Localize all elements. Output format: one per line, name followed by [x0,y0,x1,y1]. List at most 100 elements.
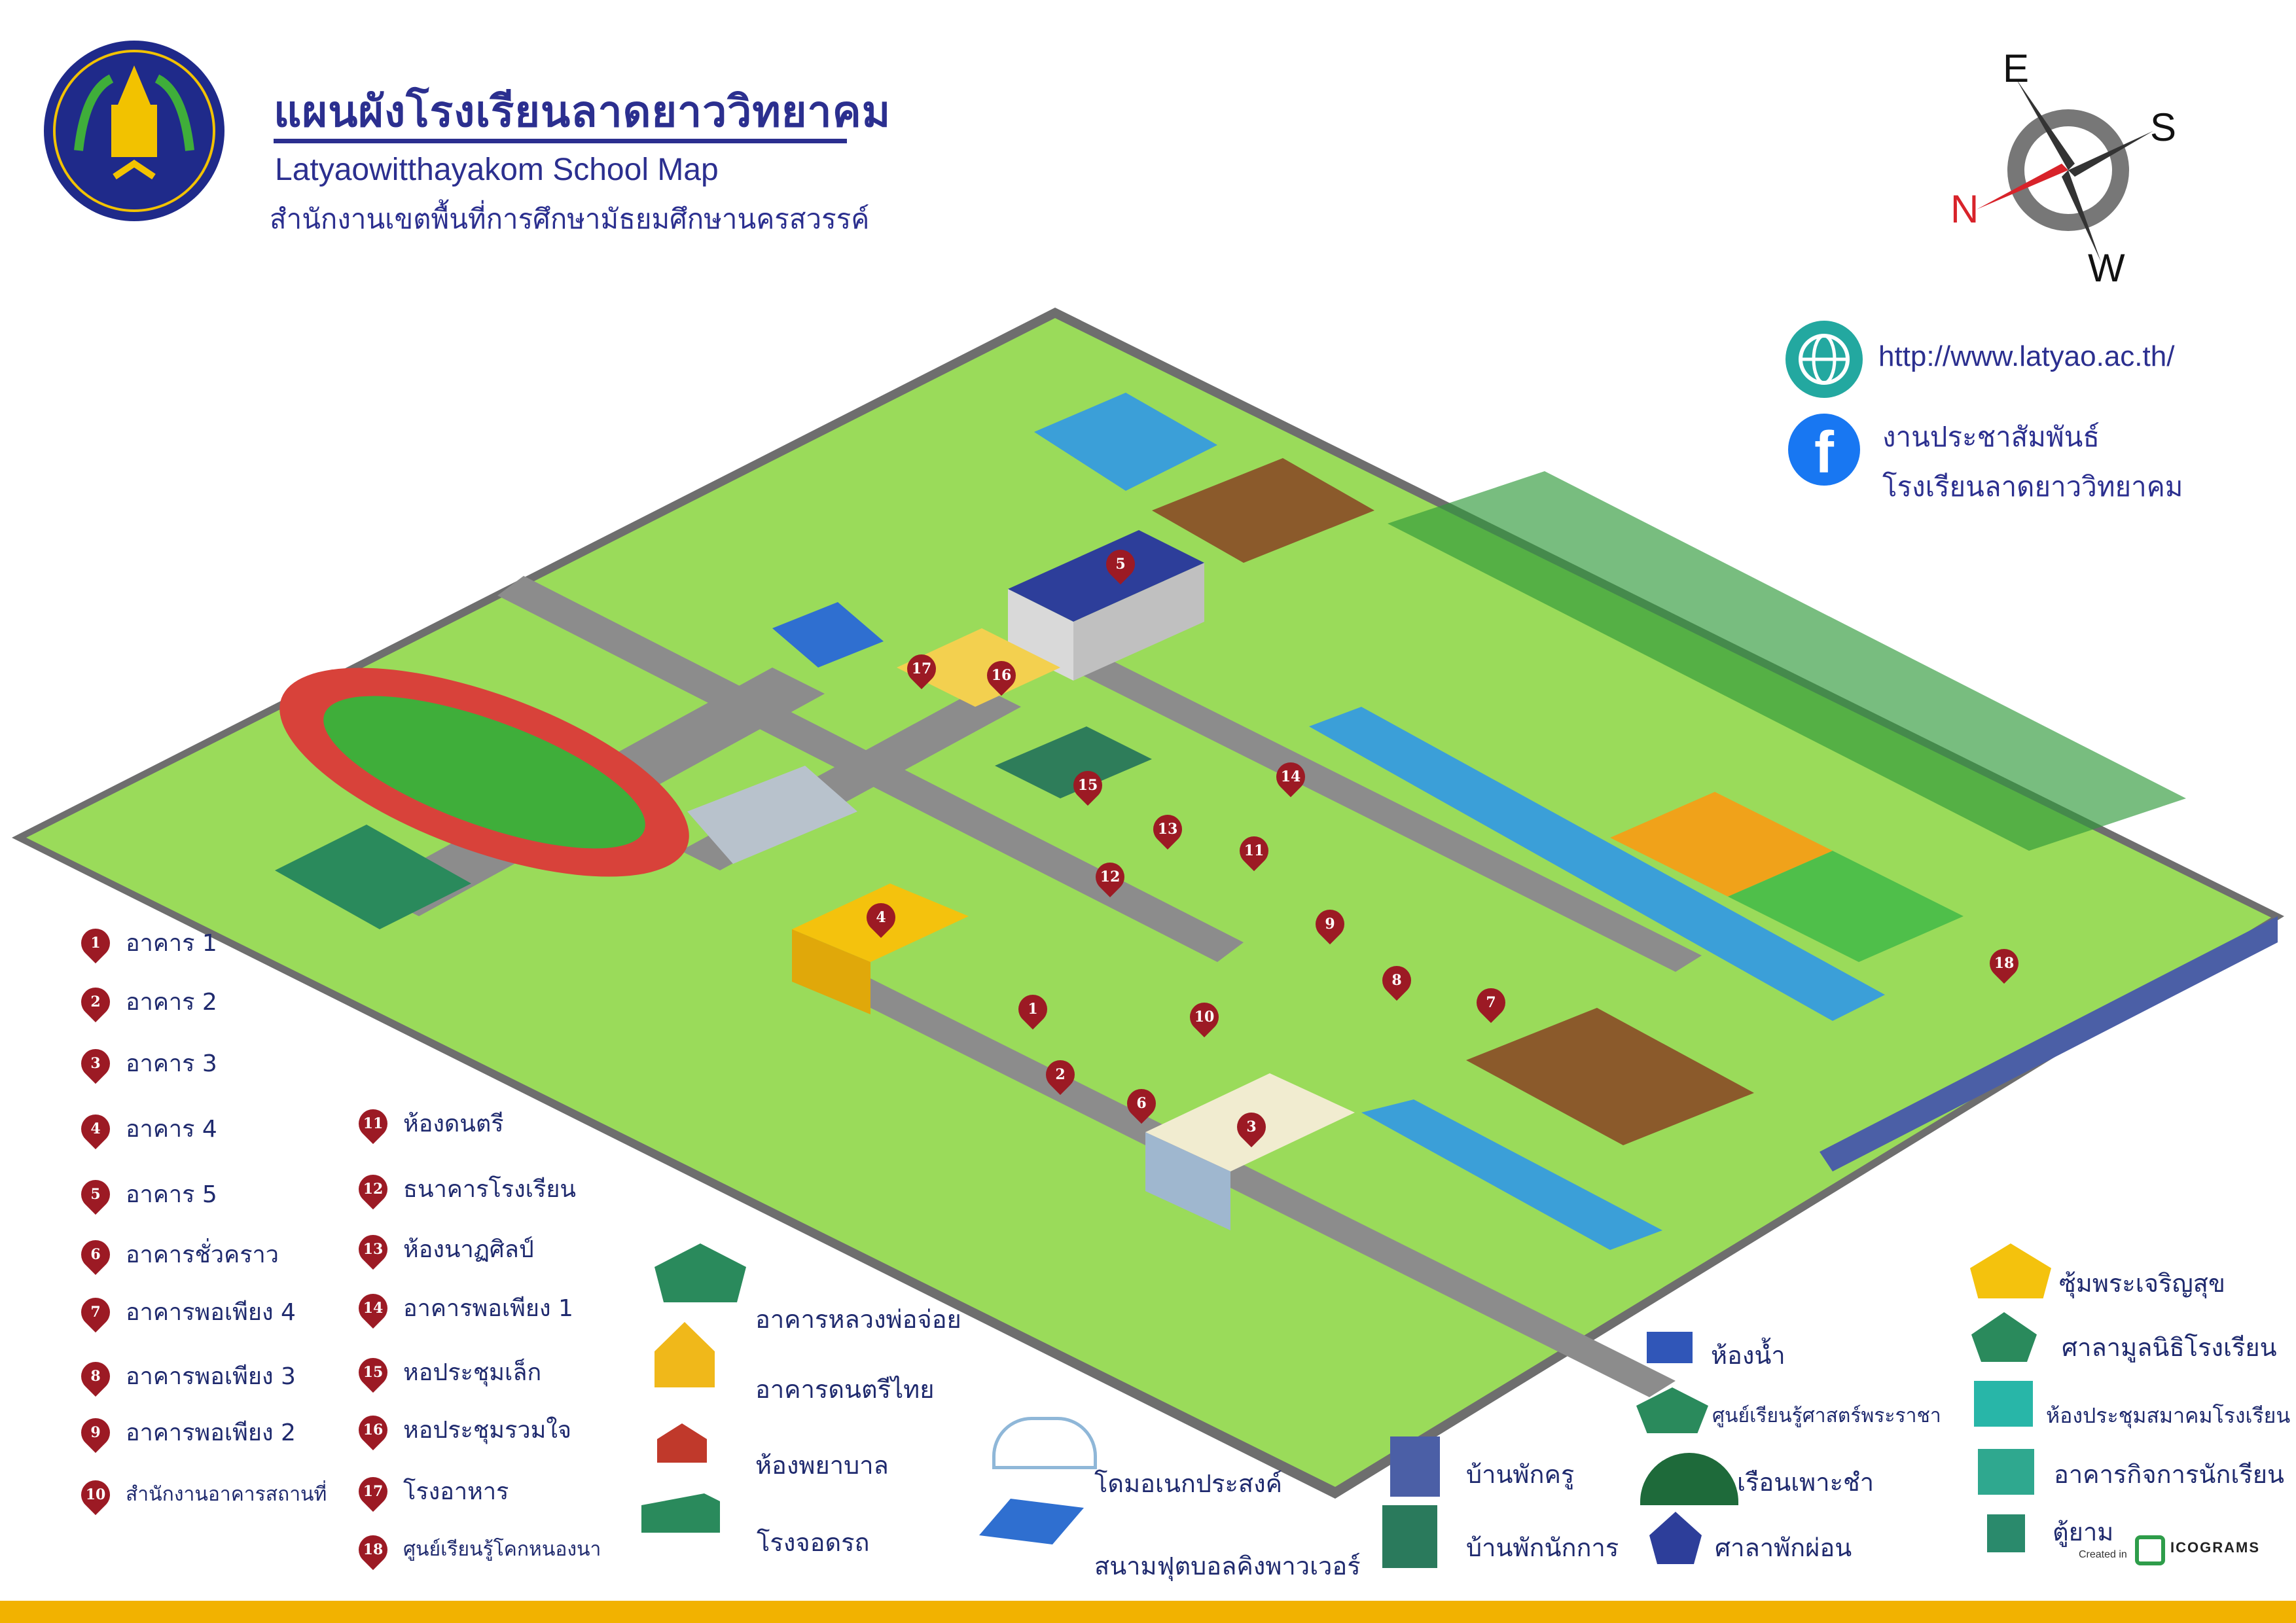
building-5-wall [1008,589,1073,681]
marker-pin-icon: 4 [75,1108,117,1149]
title-underline [274,139,847,143]
legend-infirmary: ห้องพยาบาล [755,1451,889,1480]
map-marker-3[interactable]: 3 [1230,1106,1272,1148]
compass: E S N W [1937,39,2199,294]
canal [1361,1099,1662,1250]
marker-number: 13 [363,1240,384,1258]
map-marker-7[interactable]: 7 [1470,982,1512,1024]
marker-number: 15 [363,1363,384,1381]
road [1073,654,1702,972]
building-3-wall [1145,1132,1230,1230]
marker-number: 8 [90,1367,101,1385]
map-marker-number: 17 [911,660,932,677]
map-marker-number: 11 [1244,842,1265,859]
map-marker-number: 4 [876,909,886,926]
legend-label: อาคารพอเพียง 2 [126,1419,296,1446]
map-marker-number: 10 [1194,1008,1215,1026]
legend-guard-booth: ตู้ยาม [2053,1518,2114,1546]
facebook-line-2: โรงเรียนลาดยาววิทยาคม [1882,471,2183,503]
legend-nursery: เรือนเพาะชำ [1737,1468,1874,1497]
legend-label: อาคารชั่วคราว [126,1241,279,1268]
legend-parking: โรงจอดรถ [757,1528,870,1557]
marker-number: 1 [90,934,101,952]
building-5 [1008,530,1204,622]
map-marker-1[interactable]: 1 [1012,988,1054,1030]
legend-item-9: 9 อาคารพอเพียง 2 [75,1412,296,1453]
map-marker-number: 18 [1994,955,2015,972]
legend-label: ห้องดนตรี [403,1111,504,1137]
compass-rose-icon [1977,79,2153,262]
map-marker-13[interactable]: 13 [1147,808,1189,850]
dome-icon [992,1417,1097,1469]
map-marker-number: 8 [1391,972,1402,989]
map-marker-17[interactable]: 17 [901,648,942,690]
marker-number: 4 [90,1120,101,1137]
marker-number: 9 [90,1423,101,1441]
legend-label: หอประชุมเล็ก [403,1359,542,1386]
map-marker-14[interactable]: 14 [1270,756,1312,798]
map-marker-number: 13 [1157,821,1178,838]
map-marker-6[interactable]: 6 [1121,1082,1162,1124]
marker-number: 18 [363,1541,384,1558]
marker-number: 3 [90,1054,101,1072]
map-marker-5[interactable]: 5 [1100,543,1141,585]
marker-number: 5 [90,1185,101,1203]
facebook-line-1: งานประชาสัมพันธ์ [1882,421,2100,453]
map-marker-18[interactable]: 18 [1983,942,2025,984]
marker-pin-icon: 10 [75,1474,117,1515]
teacher-house-icon [1390,1436,1440,1497]
legend-item-6: 6 อาคารชั่วคราว [75,1234,279,1275]
marker-number: 10 [85,1486,106,1503]
facebook-icon: f [1788,414,1860,486]
futsal-field [772,602,884,668]
compass-north: N [1950,187,1979,231]
legend-item-10: 10 สำนักงานอาคารสถานที่ [75,1474,327,1515]
parking-shed [275,825,471,929]
map-marker-11[interactable]: 11 [1233,830,1275,872]
page-title: แผนผังโรงเรียนลาดยาววิทยาคม [274,86,891,137]
map-marker-12[interactable]: 12 [1089,856,1131,898]
page-subtitle: สำนักงานเขตพื้นที่การศึกษามัธยมศึกษานครส… [270,203,870,235]
road [825,969,1676,1397]
website-link[interactable]: http://www.latyao.ac.th/ [1878,340,2175,372]
map-marker-9[interactable]: 9 [1309,903,1351,945]
legend-rest-pavilion: ศาลาพักผ่อน [1715,1533,1852,1562]
bottom-bar [0,1601,2296,1623]
legend-item-15: 15 หอประชุมเล็ก [352,1351,542,1393]
legend-label: อาคาร 4 [126,1116,217,1143]
map-marker-number: 15 [1077,777,1098,794]
legend-label: สำนักงานอาคารสถานที่ [126,1483,327,1506]
map-marker-4[interactable]: 4 [860,897,902,938]
map-marker-10[interactable]: 10 [1183,996,1225,1038]
student-affairs-icon [1978,1449,2034,1495]
legend-student-affairs: อาคารกิจการนักเรียน [2054,1460,2284,1489]
icograms-brand: ICOGRAMS [2170,1539,2260,1556]
marker-number: 17 [363,1482,384,1500]
legend-janitor-house: บ้านพักนักการ [1466,1533,1619,1562]
legend-label: ธนาคารโรงเรียน [403,1176,577,1203]
map-marker-2[interactable]: 2 [1039,1054,1081,1096]
restroom-icon [1647,1332,1693,1363]
marker-number: 6 [90,1245,101,1263]
map-marker-16[interactable]: 16 [980,654,1022,696]
map-marker-15[interactable]: 15 [1067,764,1109,806]
legend-thai-music: อาคารดนตรีไทย [755,1375,935,1404]
map-marker-number: 3 [1246,1118,1257,1135]
legend-luang-por-joi: อาคารหลวงพ่อจ่อย [755,1305,961,1334]
legend-restroom: ห้องน้ำ [1711,1341,1785,1370]
icograms-logo-icon [2135,1535,2165,1565]
facebook-page[interactable]: งานประชาสัมพันธ์ โรงเรียนลาดยาววิทยาคม [1882,412,2183,512]
dome [687,766,857,864]
created-in-label: Created in [2079,1549,2127,1560]
map-marker-number: 7 [1486,994,1496,1011]
map-marker-8[interactable]: 8 [1376,959,1418,1001]
school-logo [39,39,229,223]
map-marker-number: 16 [991,667,1012,684]
canal [1309,707,1885,1021]
marker-number: 12 [363,1180,384,1198]
marker-pin-icon: 5 [75,1173,117,1215]
